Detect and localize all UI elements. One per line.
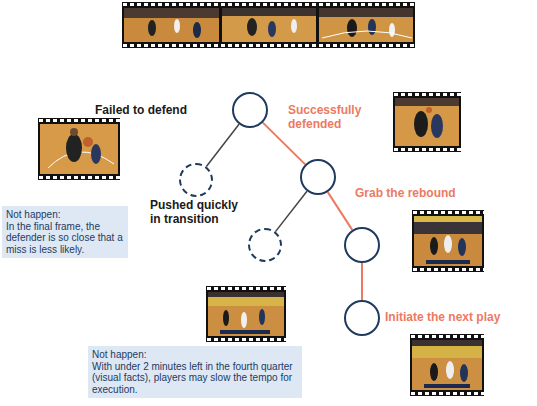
note-box: Not happen:In the final frame, the defen… <box>2 206 128 258</box>
dashed-circle <box>179 163 213 197</box>
note-heading: Not happen: <box>6 209 124 221</box>
branch-label: Successfully defended <box>288 103 383 132</box>
tree-branch <box>361 263 363 300</box>
tree-branch <box>206 124 239 166</box>
film-frame <box>206 286 286 342</box>
film-frame <box>412 210 484 272</box>
film-frame <box>393 92 461 152</box>
tree-branch <box>328 192 352 230</box>
outcome-circle <box>232 92 268 128</box>
branch-label: Initiate the next play <box>385 310 500 324</box>
note-body: With under 2 minutes left in the fourth … <box>92 361 298 396</box>
branch-label: Failed to defend <box>95 103 187 117</box>
branch-label: Pushed quickly in transition <box>150 198 246 227</box>
note-heading: Not happen: <box>92 349 298 361</box>
note-body: In the final frame, the defender is so c… <box>6 221 124 256</box>
film-strip <box>122 2 415 48</box>
tree-branch <box>275 191 306 231</box>
film-frame <box>410 334 484 396</box>
note-box: Not happen:With under 2 minutes left in … <box>88 346 302 398</box>
outcome-circle <box>300 159 336 195</box>
branch-label: Grab the rebound <box>355 186 456 200</box>
outcome-circle <box>344 300 380 336</box>
film-frame <box>38 118 120 180</box>
outcome-circle <box>344 227 380 263</box>
dashed-circle <box>248 228 282 262</box>
